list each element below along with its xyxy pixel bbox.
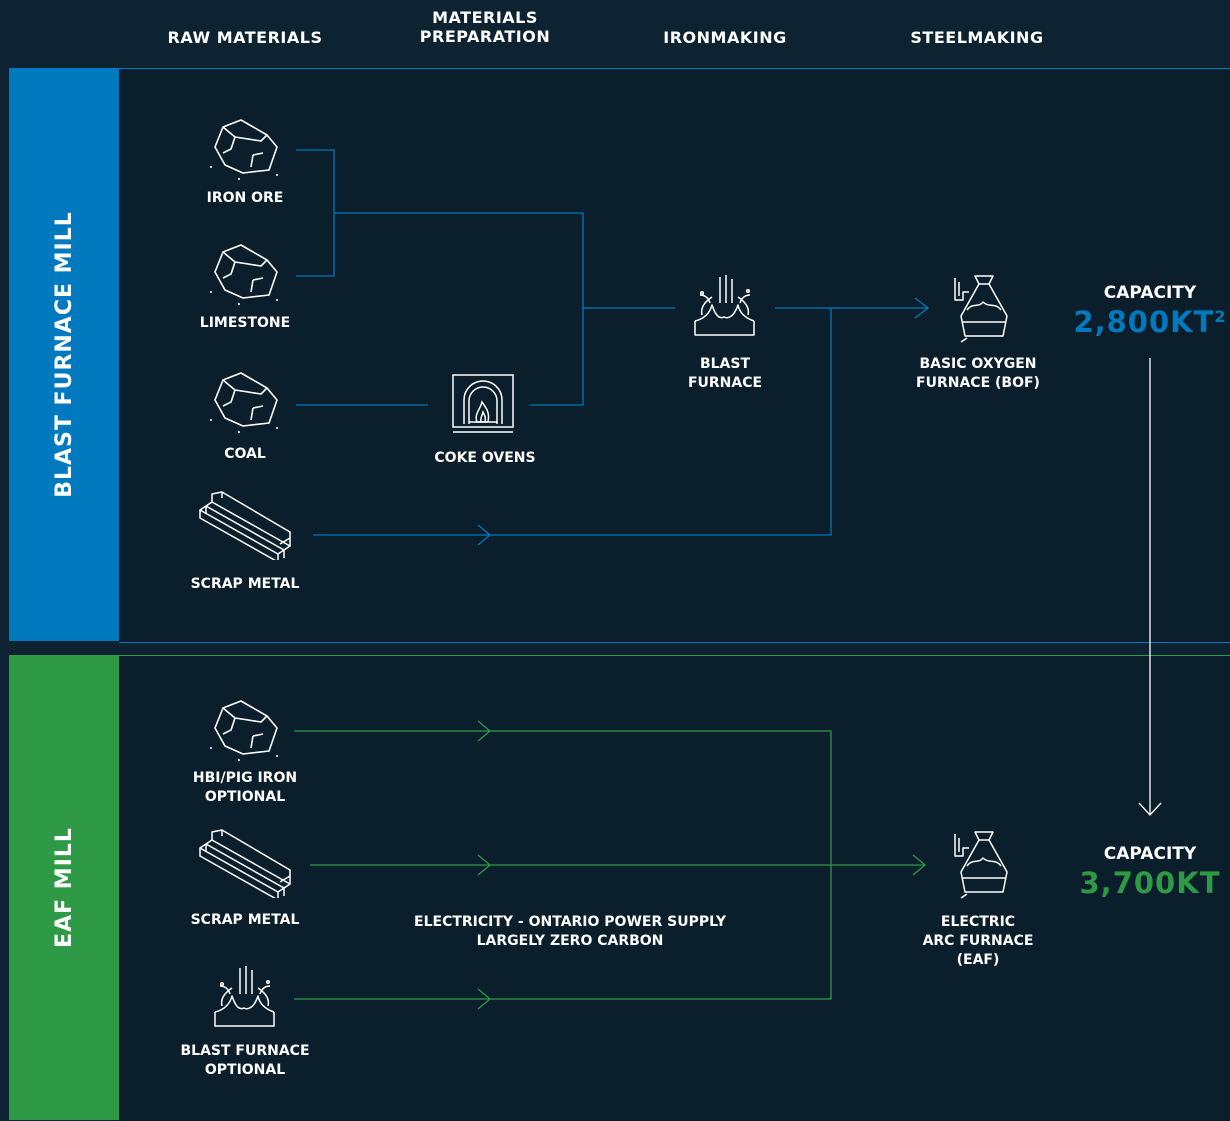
blast-furnace-icon	[694, 275, 755, 336]
bf-capacity-label: CAPACITY	[1103, 283, 1197, 303]
connector-iron-ore	[296, 149, 335, 277]
scrap-metal-label: SCRAP METAL	[190, 576, 300, 592]
connector-scrap-to-bof	[313, 308, 832, 536]
iron-ore-label: IRON ORE	[206, 190, 284, 206]
eaf-mill-bar: EAF MILL	[9, 655, 119, 1120]
bf-capacity-footnote: 2	[1214, 307, 1227, 326]
arrow-head-scrap	[477, 524, 492, 546]
header-materials-preparation: MATERIALS PREPARATION	[419, 8, 551, 46]
blast-furnace-optional-label: BLAST FURNACE OPTIONAL	[180, 1043, 310, 1078]
coke-ovens-icon	[452, 374, 514, 433]
arrow-head-bof	[914, 297, 930, 319]
limestone-icon	[210, 244, 278, 305]
iron-ore-icon	[210, 119, 278, 180]
coal-icon	[210, 372, 278, 433]
arrow-head-hbi	[477, 720, 492, 742]
bf-capacity-value: 2,800KT2	[1073, 305, 1226, 339]
bof-icon	[954, 275, 1008, 343]
arrow-head-scrap-eaf	[477, 854, 492, 876]
bf-capacity-number: 2,800KT	[1073, 305, 1215, 339]
eaf-capacity-label: CAPACITY	[1103, 844, 1197, 864]
limestone-label: LIMESTONE	[199, 315, 291, 331]
coal-label: COAL	[224, 446, 266, 462]
eaf-capacity-value: 3,700KT	[1079, 866, 1221, 900]
blast-furnace-mill-bar: BLAST FURNACE MILL	[9, 68, 119, 641]
blast-furnace-optional-icon	[214, 966, 275, 1027]
header-raw-materials: RAW MATERIALS	[167, 28, 323, 47]
scrap-metal-icon	[199, 491, 291, 560]
eaf-icon	[954, 831, 1008, 899]
arrow-head-blast-furnace-optional	[477, 988, 492, 1010]
header-ironmaking: IRONMAKING	[663, 28, 787, 47]
arrow-head-eaf	[912, 854, 927, 876]
eaf-panel	[119, 655, 1230, 1121]
header-steelmaking: STEELMAKING	[910, 28, 1044, 47]
hbi-pig-iron-icon	[210, 700, 278, 761]
eaf-label: ELECTRIC ARC FURNACE (EAF)	[922, 914, 1034, 968]
electricity-note: ELECTRICITY - ONTARIO POWER SUPPLY LARGE…	[414, 914, 726, 949]
scrap-metal-eaf-icon	[199, 829, 291, 898]
capacity-arrow-head	[1138, 802, 1162, 816]
hbi-pig-iron-label: HBI/PIG IRON OPTIONAL	[192, 770, 298, 805]
coke-ovens-label: COKE OVENS	[434, 450, 536, 466]
connector-ore-to-junction	[334, 212, 584, 406]
blast-furnace-panel	[119, 68, 1230, 643]
bof-label: BASIC OXYGEN FURNACE (BOF)	[916, 356, 1040, 391]
blast-furnace-label: BLAST FURNACE	[687, 356, 763, 391]
eaf-scrap-metal-label: SCRAP METAL	[190, 912, 300, 928]
